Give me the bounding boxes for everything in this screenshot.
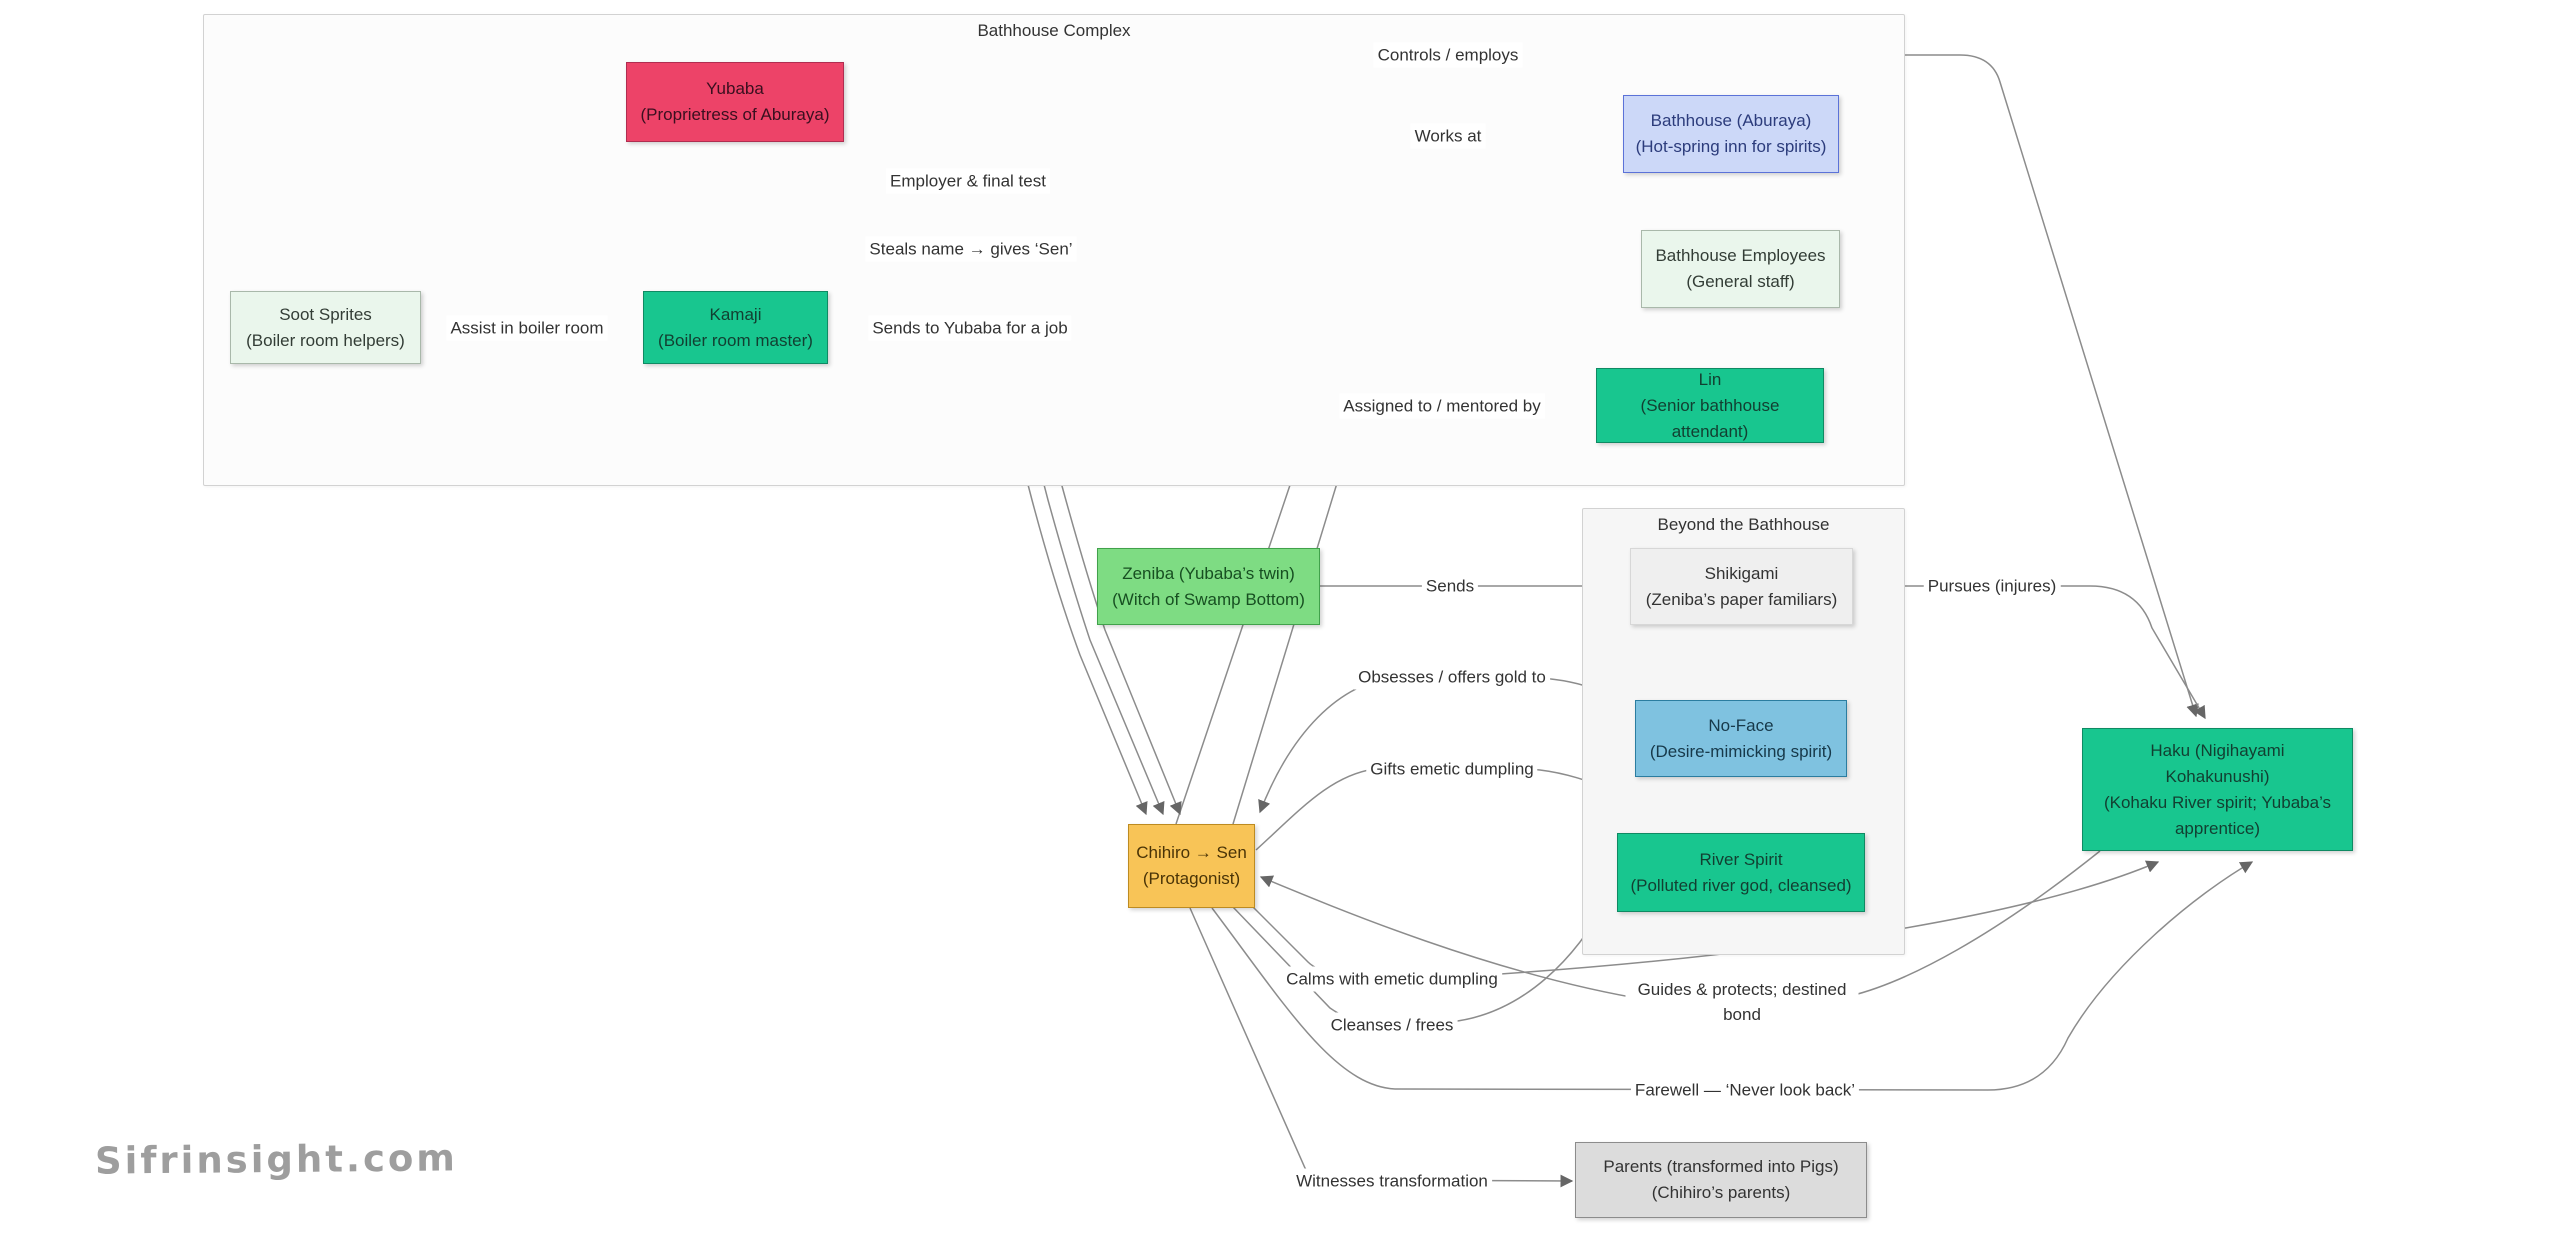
edge-farewell: [1211, 861, 2254, 1091]
edge-label-pursues: Pursues (injures): [1923, 573, 2061, 599]
node-noface: No-Face (Desire-mimicking spirit): [1635, 700, 1847, 777]
node-kamaji-title: Kamaji: [709, 304, 762, 324]
node-river-subtitle: (Polluted river god, cleansed): [1630, 875, 1852, 895]
edge-label-works-at: Works at: [1410, 123, 1486, 149]
node-shikigami-subtitle: (Zeniba’s paper familiars): [1645, 589, 1838, 609]
node-chihiro: Chihiro → Sen (Protagonist): [1128, 824, 1255, 908]
node-kamaji-subtitle: (Boiler room master): [658, 330, 813, 350]
node-soot-title: Soot Sprites: [279, 304, 372, 324]
node-lin: Lin (Senior bathhouse attendant): [1596, 368, 1824, 443]
node-river-title: River Spirit: [1699, 849, 1783, 869]
node-soot-subtitle: (Boiler room helpers): [246, 330, 405, 350]
node-haku-subtitle: (Kohaku River spirit; Yubaba’s apprentic…: [2103, 792, 2332, 838]
node-shikigami-title: Shikigami: [1704, 563, 1779, 583]
node-soot: Soot Sprites (Boiler room helpers): [230, 291, 421, 364]
edge-label-obsesses: Obsesses / offers gold to: [1354, 664, 1550, 690]
node-yubaba-title: Yubaba: [706, 79, 764, 98]
edge-label-cleanses: Cleanses / frees: [1326, 1012, 1458, 1038]
node-chihiro-title: Chihiro → Sen: [1136, 843, 1247, 862]
edge-label-guides: Guides & protects; destined bond: [1625, 977, 1859, 1027]
edge-label-controls: Controls / employs: [1373, 42, 1523, 68]
node-chihiro-subtitle: (Protagonist): [1142, 869, 1241, 888]
watermark-text: Sifrinsight.com: [94, 1136, 459, 1183]
node-employees-subtitle: (General staff): [1686, 272, 1795, 291]
edge-label-assigned: Assigned to / mentored by: [1339, 393, 1545, 419]
node-parents-title: Parents (transformed into Pigs): [1603, 1157, 1839, 1176]
node-zeniba-subtitle: (Witch of Swamp Bottom): [1112, 589, 1305, 609]
edge-label-calms: Calms with emetic dumpling: [1282, 966, 1502, 992]
node-bathhouse-title: Bathhouse (Aburaya): [1650, 111, 1812, 130]
node-lin-title: Lin: [1698, 369, 1722, 389]
node-bathhouse: Bathhouse (Aburaya) (Hot-spring inn for …: [1623, 95, 1839, 173]
edge-cleanses: [1231, 896, 1609, 1026]
node-employees-title: Bathhouse Employees: [1655, 246, 1826, 265]
node-river: River Spirit (Polluted river god, cleans…: [1617, 833, 1865, 912]
edge-label-sends: Sends: [1421, 573, 1479, 599]
edge-label-witnesses: Witnesses transformation: [1292, 1168, 1492, 1194]
edge-label-assist: Assist in boiler room: [446, 315, 608, 341]
node-parents-subtitle: (Chihiro’s parents): [1651, 1183, 1791, 1202]
node-bathhouse-subtitle: (Hot-spring inn for spirits): [1635, 137, 1827, 156]
node-parents: Parents (transformed into Pigs) (Chihiro…: [1575, 1142, 1867, 1218]
node-employees: Bathhouse Employees (General staff): [1641, 230, 1840, 308]
node-yubaba-subtitle: (Proprietress of Aburaya): [640, 105, 830, 124]
node-zeniba: Zeniba (Yubaba’s twin) (Witch of Swamp B…: [1097, 548, 1320, 625]
edge-label-gifts: Gifts emetic dumpling: [1366, 756, 1538, 782]
node-noface-title: No-Face: [1708, 715, 1774, 735]
node-lin-subtitle: (Senior bathhouse attendant): [1640, 395, 1780, 441]
edge-label-farewell: Farewell — ‘Never look back’: [1630, 1077, 1860, 1103]
node-haku-title: Haku (Nigihayami Kohakunushi): [2150, 740, 2285, 786]
edge-obsesses: [1258, 676, 1636, 814]
node-shikigami: Shikigami (Zeniba’s paper familiars): [1630, 548, 1853, 625]
edge-label-sends-job: Sends to Yubaba for a job: [868, 315, 1072, 341]
edge-label-employer: Employer & final test: [886, 168, 1050, 194]
node-haku: Haku (Nigihayami Kohakunushi) (Kohaku Ri…: [2082, 728, 2353, 851]
node-zeniba-title: Zeniba (Yubaba’s twin): [1122, 563, 1295, 583]
node-yubaba: Yubaba (Proprietress of Aburaya): [626, 62, 844, 142]
edge-pursues: [1853, 585, 2206, 720]
edge-label-steals: Steals name → gives ‘Sen’: [865, 236, 1077, 262]
cluster-bathhouse-complex-label: Bathhouse Complex: [977, 21, 1131, 40]
edge-witnesses: [1189, 907, 1574, 1188]
node-kamaji: Kamaji (Boiler room master): [643, 291, 828, 364]
node-noface-subtitle: (Desire-mimicking spirit): [1649, 741, 1833, 761]
cluster-beyond-bathhouse-label: Beyond the Bathhouse: [1657, 515, 1830, 534]
